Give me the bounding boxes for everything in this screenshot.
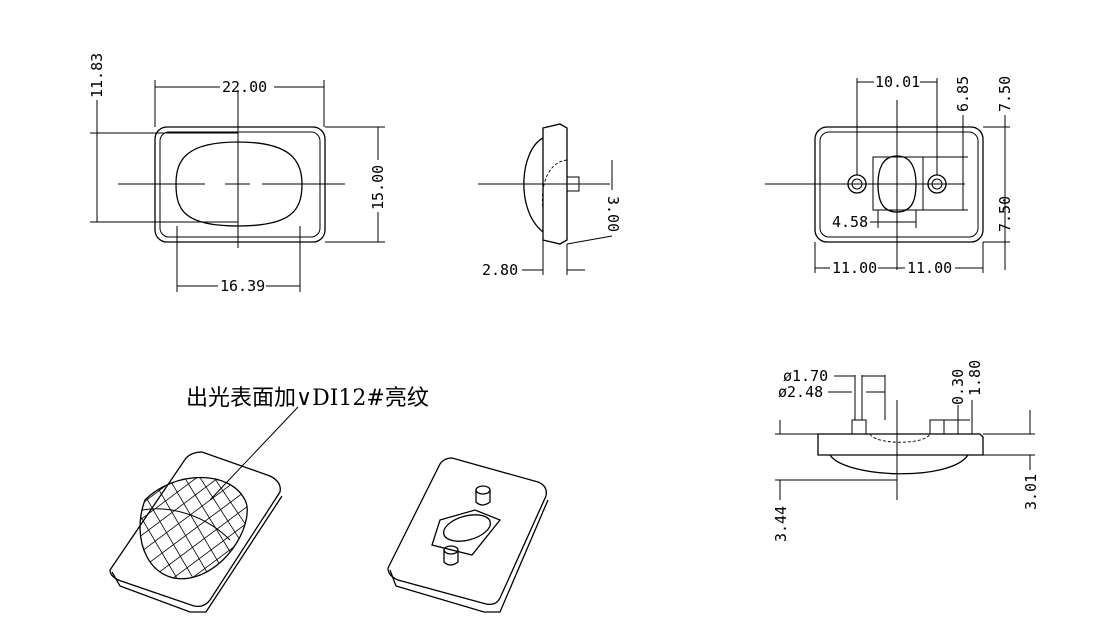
side-view: 2.80 3.00 (478, 123, 622, 279)
side-lens-dome (523, 137, 544, 233)
iso-back-window (431, 509, 502, 556)
dim-pin-dia-large: ø2.48 (778, 383, 823, 401)
iso-back-lens (442, 514, 492, 542)
dim-overall-height: 15.00 (369, 165, 387, 210)
dim-lens-height: 11.83 (88, 53, 106, 98)
dim-pin-dia-small: ø1.70 (783, 367, 828, 385)
dim-half-width-right: 11.00 (907, 259, 952, 277)
back-view: 10.01 6.85 7.50 7.50 4.58 11.00 11.00 (765, 73, 1014, 277)
section-view: ø1.70 ø2.48 0.30 1.80 3.44 3.01 (772, 360, 1040, 542)
dim-total-depth: 3.44 (772, 506, 790, 542)
dim-lens-depth: 3.01 (1022, 474, 1040, 510)
iso-back-pin-bottom (443, 550, 459, 566)
dim-pin-height: 3.00 (604, 196, 622, 232)
dim-half-height-bottom: 7.50 (996, 196, 1014, 232)
iso-view-front (109, 451, 283, 613)
iso-front-top-face (109, 451, 281, 608)
dim-step-small: 0.30 (949, 369, 967, 405)
note-leader-line (209, 406, 299, 501)
dim-window-height: 6.85 (954, 76, 972, 112)
dim-lens-width: 16.39 (220, 277, 265, 295)
dim-half-width-left: 11.00 (832, 259, 877, 277)
dim-overall-width: 22.00 (222, 78, 267, 96)
iso-back-top-face (387, 457, 547, 606)
section-flange (817, 433, 984, 456)
surface-finish-note: 出光表面加∨DI12#亮纹 (186, 386, 429, 411)
iso-view-back (387, 457, 549, 613)
iso-back-side-face (389, 499, 549, 613)
section-pin-left (851, 419, 867, 435)
dim-pin-spacing: 10.01 (875, 73, 920, 91)
dim-window-width: 4.58 (832, 213, 868, 231)
iso-front-lens-ellipse (139, 476, 248, 580)
iso-back-pin-top (475, 490, 491, 506)
dim-side-thickness: 2.80 (482, 261, 518, 279)
dim-step-large: 1.80 (966, 360, 984, 396)
section-lens-dome (829, 454, 969, 475)
dim-half-height-top: 7.50 (996, 76, 1014, 112)
front-view: 22.00 16.39 15.00 11.83 (88, 53, 387, 295)
section-pin-right (929, 419, 945, 435)
iso-front-side-face (111, 495, 283, 613)
